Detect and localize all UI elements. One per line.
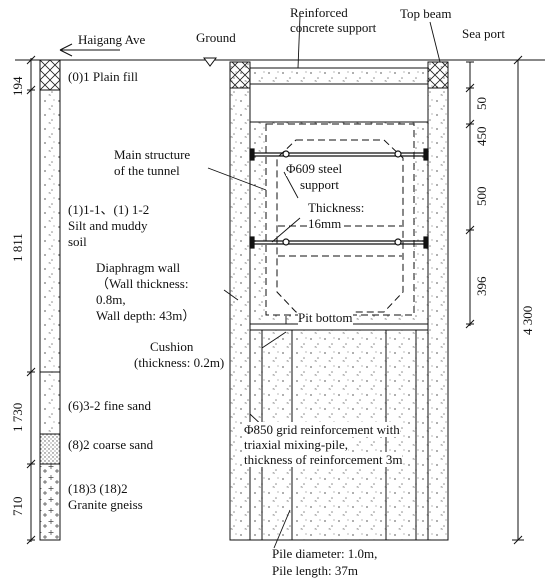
coarse-sand-label: (8)2 coarse sand — [68, 437, 154, 452]
cushion-label-line1: Cushion — [150, 339, 194, 354]
gneiss-label-line1: (18)3 (18)2 — [68, 481, 128, 496]
right-top-beam — [427, 61, 449, 89]
dim-396: 396 — [474, 276, 489, 297]
gneiss-label-line2: Granite gneiss — [68, 497, 143, 512]
ground-line — [15, 43, 545, 67]
dim-1811: 1 811 — [10, 233, 25, 262]
silt-layer — [39, 89, 61, 373]
diaphragm-walls — [229, 61, 449, 541]
left-dimension-line — [26, 55, 36, 545]
silt-label-line1: (1)1-1、(1) 1-2 — [68, 202, 150, 217]
dim-500: 500 — [474, 186, 489, 207]
silt-label-line2: Silt and muddy — [68, 218, 148, 233]
main-structure-label-line1: Main structure — [114, 147, 191, 162]
diaphragm-wall-label-line3: 0.8m, — [96, 292, 126, 307]
diaphragm-wall-label-line4: Wall depth: 43m） — [96, 308, 196, 323]
plain-fill-label: (0)1 Plain fill — [68, 69, 139, 84]
plain-fill-layer — [39, 59, 61, 91]
support-label-line1: Reinforced — [290, 5, 348, 20]
dim-450: 450 — [474, 126, 489, 147]
road-arrow — [59, 43, 120, 57]
thickness-label-line2: 16mm — [308, 216, 342, 231]
right-dimension-lines — [465, 55, 524, 545]
ground-marker — [203, 57, 217, 67]
grid-reinforcement-label-line1: Φ850 grid reinforcement with — [244, 422, 400, 437]
dim-50: 50 — [474, 97, 489, 110]
road-label: Haigang Ave — [78, 32, 146, 47]
pile-label-line1: Pile diameter: 1.0m, — [272, 546, 378, 561]
pit-bottom-label: Pit bottom — [298, 310, 353, 325]
left-wall — [229, 61, 251, 541]
dim-1730: 1 730 — [10, 402, 25, 432]
steel-supports — [249, 148, 429, 249]
fine-sand-label: (6)3-2 fine sand — [68, 398, 152, 413]
fine-sand-layer — [39, 371, 61, 435]
sea-port-label: Sea port — [462, 26, 505, 41]
dim-710: 710 — [10, 496, 25, 517]
right-wall — [427, 61, 449, 541]
steel-support-label-line1: Φ609 steel — [286, 161, 343, 176]
diaphragm-wall-label-line1: Diaphragm wall — [96, 260, 181, 275]
cushion-label-line2: (thickness: 0.2m) — [134, 355, 225, 370]
steel-support-label-line2: support — [300, 177, 339, 192]
thickness-label-line1: Thickness: — [308, 200, 365, 215]
support-label-line2: concrete support — [290, 20, 377, 35]
top-beam-label: Top beam — [400, 6, 452, 21]
pile-label-line2: Pile length: 37m — [272, 563, 358, 578]
main-structure-label-line2: of the tunnel — [114, 163, 180, 178]
gneiss-layer — [39, 463, 61, 541]
dim-194: 194 — [10, 76, 25, 97]
silt-label-line3: soil — [68, 234, 87, 249]
concrete-support-strut — [249, 67, 429, 85]
coarse-sand-layer — [39, 433, 61, 465]
grid-reinforcement-label-line3: thickness of reinforcement 3m — [244, 452, 403, 467]
diaphragm-wall-label-line2: （Wall thickness: — [96, 276, 189, 291]
dim-4300: 4 300 — [520, 305, 535, 335]
grid-reinforcement-label-line2: triaxial mixing-pile, — [244, 437, 348, 452]
soil-column — [39, 59, 61, 541]
ground-label: Ground — [196, 30, 236, 45]
left-top-beam — [229, 61, 251, 89]
